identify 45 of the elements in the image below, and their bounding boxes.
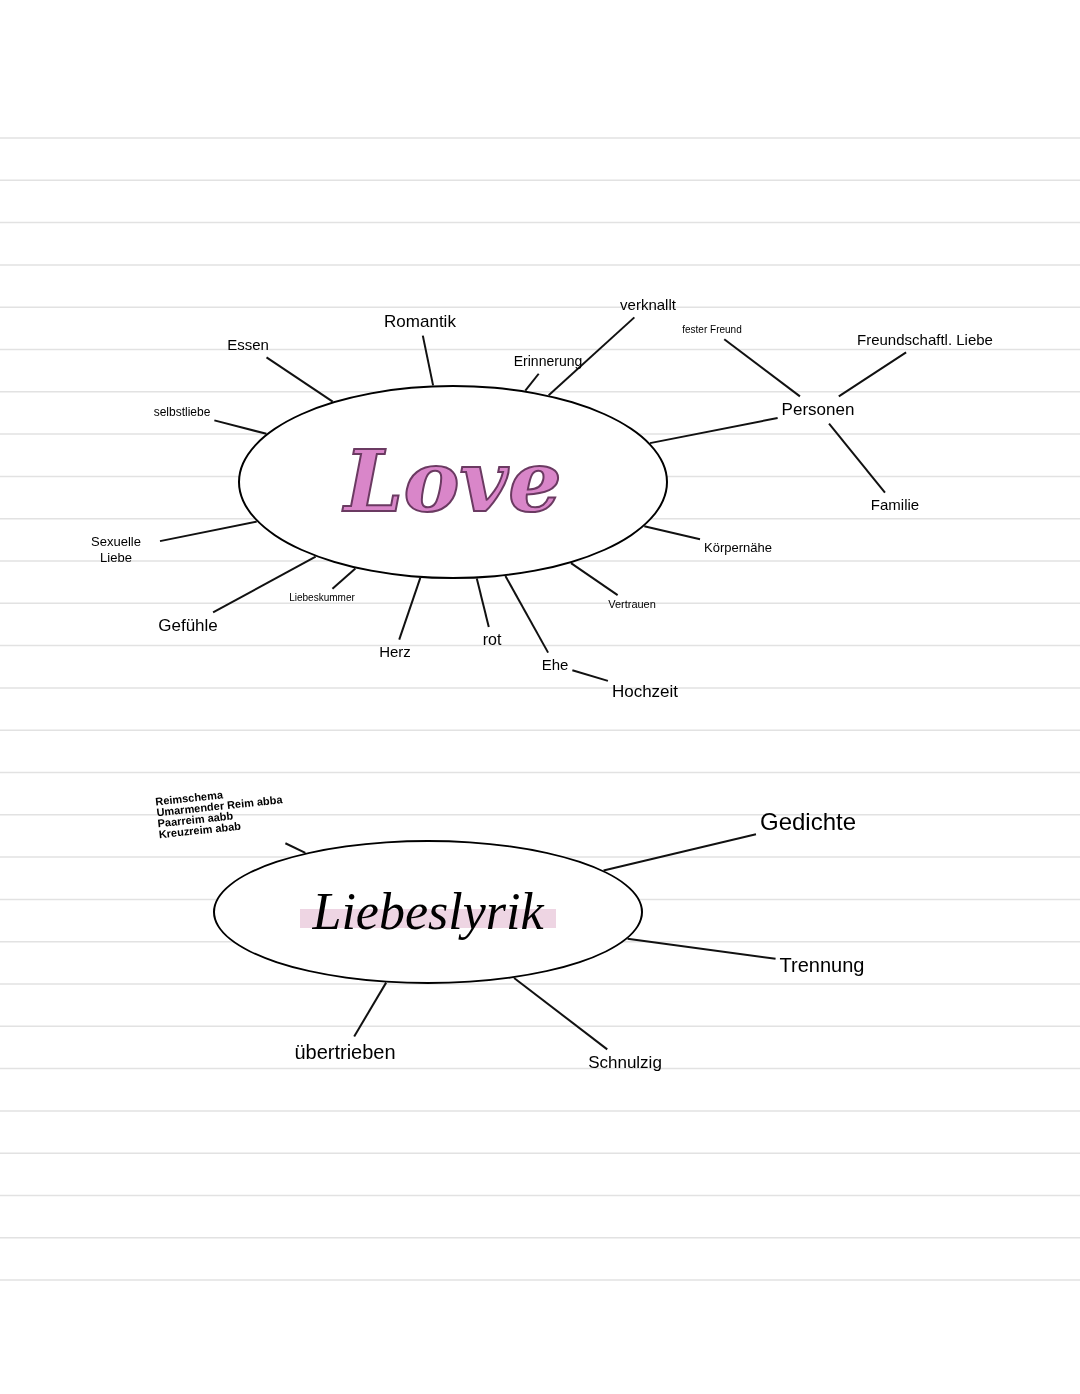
connector-line: [547, 316, 636, 397]
connector-line: [649, 416, 779, 445]
connector-line: [837, 351, 908, 398]
connector-line: [353, 981, 388, 1038]
connector-line: [643, 525, 701, 541]
connector-line: [398, 576, 422, 641]
topic-label: verknallt: [620, 295, 676, 315]
topic-label: Herz: [379, 642, 411, 662]
topic-label: selbstliebe: [153, 404, 211, 420]
topic-label: Romantik: [384, 311, 456, 333]
topic-label: übertrieben: [294, 1039, 396, 1065]
connector-line: [571, 669, 609, 682]
connector-line: [602, 833, 757, 872]
connector-line: [524, 372, 540, 392]
connector-line: [570, 562, 619, 597]
connector-line: [626, 937, 777, 960]
topic-label: Gedichte: [759, 807, 857, 837]
topic-label: rot: [482, 630, 502, 650]
connector-line: [213, 419, 268, 435]
topic-label: Gefühle: [158, 615, 218, 637]
topic-label: Liebeskummer: [289, 591, 355, 605]
topic-label: Sexuelle Liebe: [76, 533, 156, 567]
connector-line: [475, 577, 490, 628]
topic-label: Hochzeit: [611, 681, 679, 703]
connector-line: [159, 520, 258, 543]
connector-line: [828, 422, 886, 494]
topic-label: Schnulzig: [588, 1052, 662, 1074]
love-lettering: Love: [344, 440, 562, 524]
topic-label: Ehe: [541, 655, 569, 675]
topic-label: fester Freund: [682, 323, 742, 337]
connector-line: [513, 977, 609, 1051]
topic-label: Erinnerung: [513, 353, 583, 371]
topic-label: Personen: [781, 399, 855, 421]
connector-line: [331, 567, 357, 590]
topic-label: Freundschaftl. Liebe: [855, 330, 995, 350]
connector-line: [284, 842, 307, 854]
topic-label: Körpernähe: [704, 539, 772, 557]
topic-label: Essen: [227, 335, 269, 355]
topic-label: Vertrauen: [608, 598, 656, 612]
connector-line: [723, 338, 801, 398]
topic-label: Familie: [870, 495, 920, 515]
topic-label: Trennung: [779, 952, 865, 978]
connector-line: [421, 334, 435, 387]
connector-line: [265, 356, 334, 403]
connector-line: [212, 555, 317, 614]
